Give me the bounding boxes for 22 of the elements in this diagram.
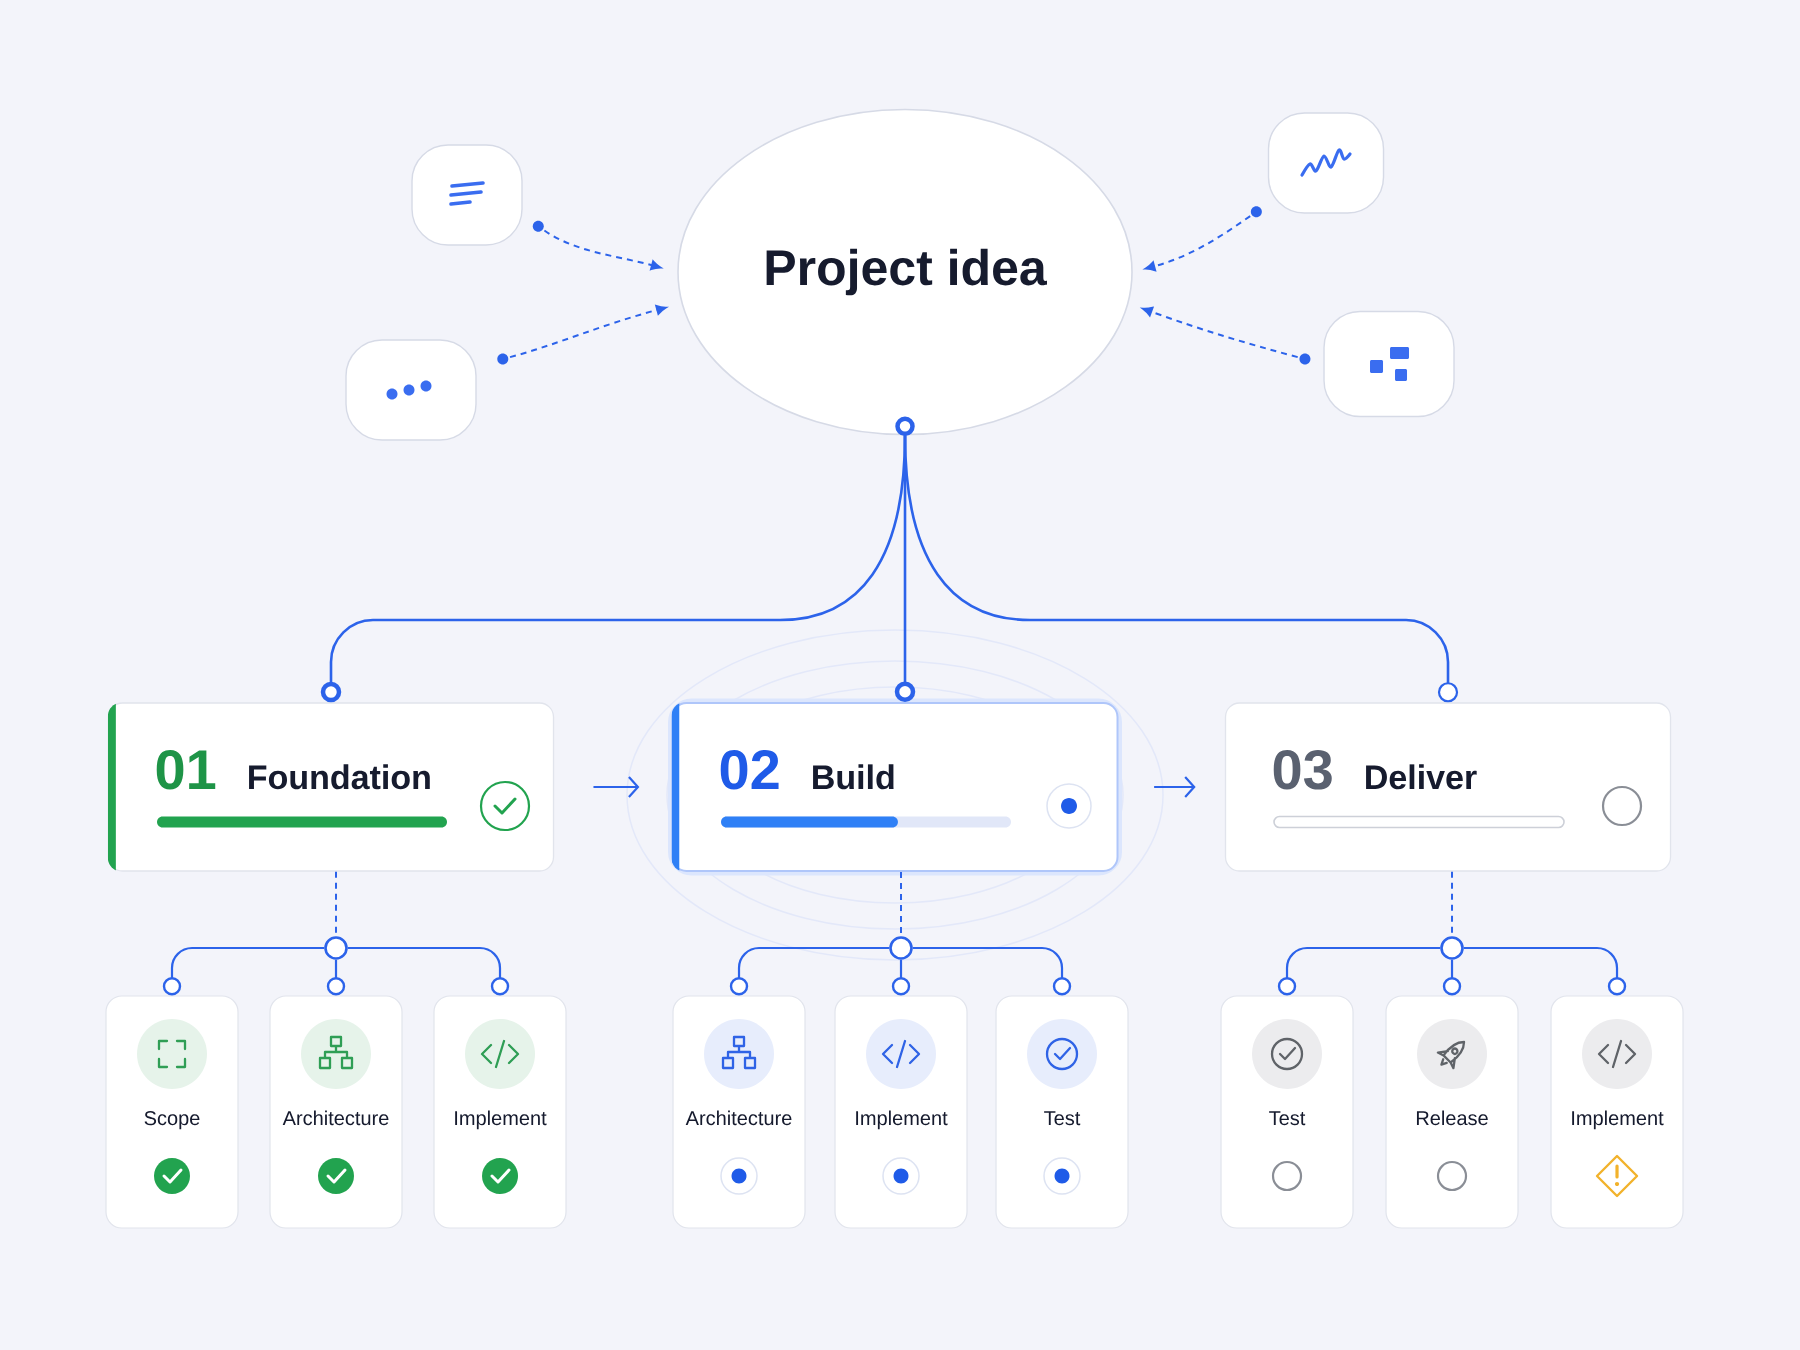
arrow <box>593 776 640 798</box>
connector-line <box>912 946 1072 996</box>
stage-card: 03 Deliver <box>1224 702 1672 872</box>
junction-ring <box>1440 936 1464 960</box>
dashed-arrow <box>509 304 667 359</box>
stage-card: 01 Foundation <box>107 702 555 872</box>
connector-line <box>1442 959 1462 996</box>
connector-line <box>326 959 346 996</box>
connector-line <box>1463 946 1627 996</box>
connector-line <box>1277 946 1441 996</box>
dashed-arrow <box>1142 306 1299 359</box>
connector-line <box>347 946 510 996</box>
junction-ring <box>889 936 913 960</box>
idea-bubble: Project idea <box>677 108 1133 436</box>
arrow <box>1154 776 1196 798</box>
connector-line <box>162 946 325 996</box>
connector-line <box>891 959 911 996</box>
connector-line <box>729 946 890 996</box>
stage-card: 02 Build <box>668 698 1122 876</box>
connector-line <box>903 435 1459 703</box>
dashed-arrow <box>1144 215 1252 272</box>
junction-ring <box>324 936 348 960</box>
